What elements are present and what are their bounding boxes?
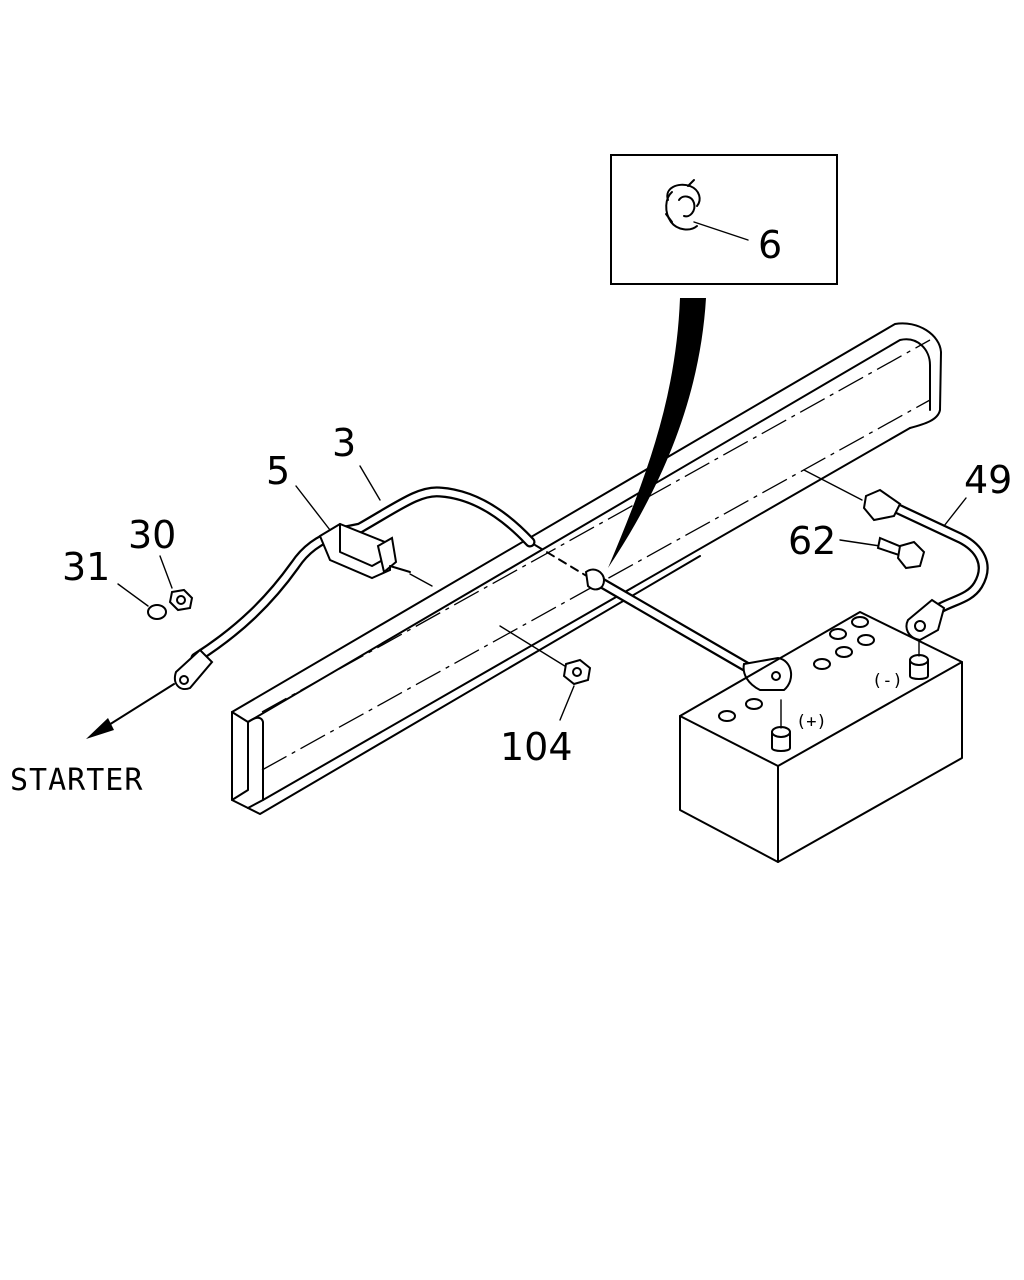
negative-terminal — [909, 639, 929, 680]
cable-bracket-5 — [318, 522, 433, 587]
ground-cable-49 — [803, 469, 989, 642]
cable-clip-detail — [665, 179, 749, 241]
leader-5 — [295, 485, 331, 531]
frame-rail — [231, 322, 942, 815]
nut-104 — [499, 625, 592, 721]
detail-leader — [608, 298, 706, 568]
starter-label: STARTER — [10, 763, 143, 798]
bolt-62 — [839, 536, 926, 570]
nut-30 — [159, 555, 194, 612]
starter-arrow — [86, 683, 175, 739]
negative-label: (-) — [872, 671, 903, 691]
detail-inset: 6 — [610, 154, 838, 285]
battery: (+) (-) — [679, 611, 963, 863]
callout-30: 30 — [128, 513, 176, 557]
callout-3: 3 — [332, 421, 356, 465]
callout-5: 5 — [266, 449, 290, 493]
callout-31: 31 — [62, 545, 110, 589]
leader-3 — [359, 465, 381, 501]
callout-6: 6 — [758, 223, 782, 267]
callout-62: 62 — [788, 519, 836, 563]
positive-label: (+) — [796, 712, 827, 732]
callout-104: 104 — [500, 725, 573, 769]
positive-terminal — [771, 699, 791, 752]
washer-31 — [117, 583, 167, 620]
callout-49: 49 — [964, 458, 1012, 502]
battery-cable-3 — [174, 486, 793, 691]
